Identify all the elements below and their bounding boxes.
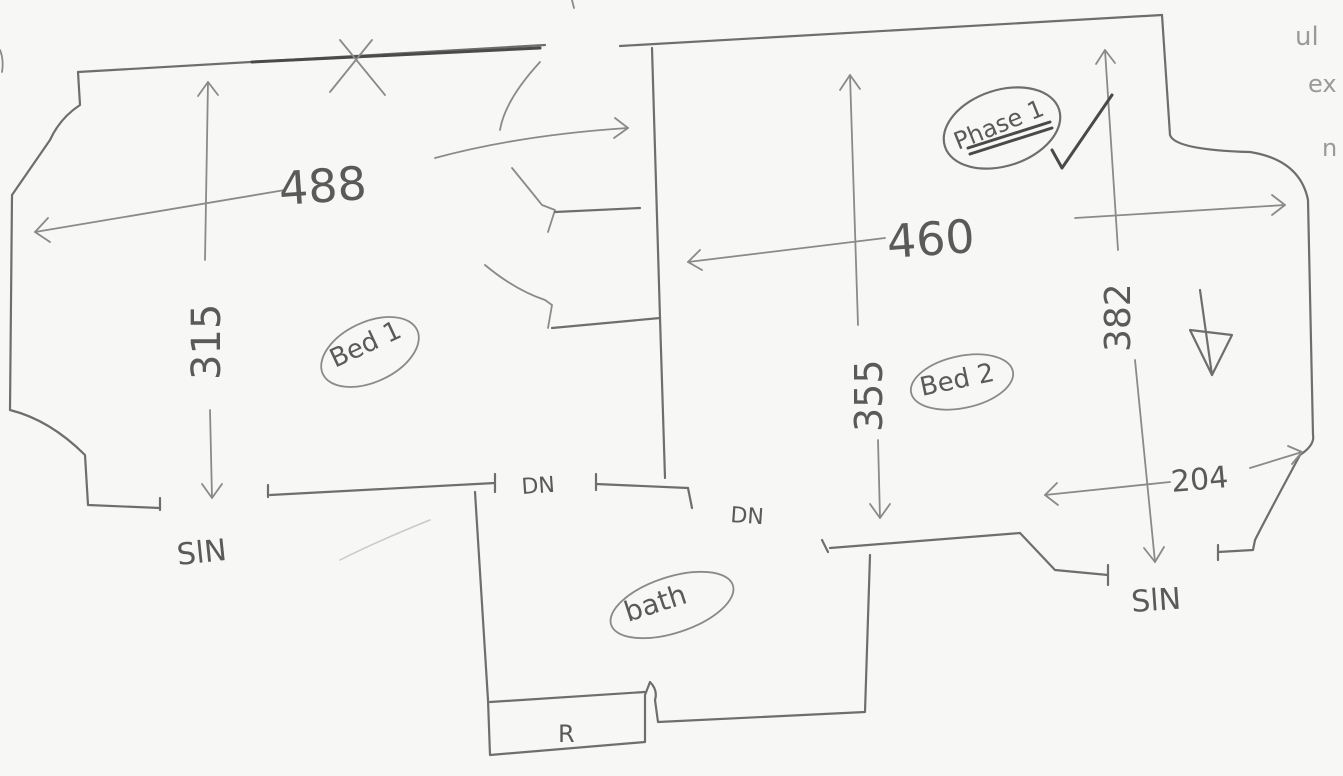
dim-488-left-head: [34, 217, 51, 243]
cross-mark-b: [329, 39, 373, 93]
partitions: [158, 46, 1220, 587]
sln-left-label: SlN: [175, 533, 228, 573]
bath-walls: [473, 490, 872, 757]
down-triangle-stem: [1198, 288, 1214, 377]
wardrobe-1: [511, 167, 556, 233]
dim-382-bottom-head: [1143, 546, 1165, 563]
bed2-label: Bed 2: [917, 358, 997, 403]
room-label-ovals: [320, 86, 1062, 640]
dim-315-top-head: [197, 81, 219, 97]
bed1-label: Bed 1: [325, 315, 406, 374]
handwritten-labels: 488 315 460 355 382 204 Bed 1 Bed 2 bath…: [175, 22, 1337, 748]
down-triangle-icon: [1188, 328, 1234, 377]
top-wall-left-thick: [250, 46, 542, 64]
dim-315-bottom-line: [209, 409, 213, 499]
bed2-bottom-wall: [828, 531, 1110, 577]
outer-walls: [8, 13, 1315, 554]
dim-460-right-head: [1271, 194, 1286, 216]
r-label: R: [558, 720, 575, 748]
top-tick: [571, 0, 575, 9]
misc-marks: [0, 0, 1234, 561]
dn-right-label: DN: [730, 503, 765, 530]
right-wall: [1160, 13, 1315, 554]
bath-label: bath: [620, 578, 691, 629]
dim-382-top-line: [1104, 49, 1119, 251]
wardrobe-shelf-1: [553, 206, 642, 214]
dim-315-top-line: [204, 81, 209, 261]
dim-204-left-head: [1044, 482, 1059, 506]
dn-left-label: DN: [521, 473, 556, 500]
dim-315-label: 315: [184, 304, 230, 380]
dim-488-right-head: [613, 117, 629, 139]
bed1-oval: [320, 316, 420, 388]
wardrobe-2: [484, 264, 553, 329]
dim-355-top-line: [849, 74, 859, 326]
dim-204-label: 204: [1170, 460, 1230, 500]
top-wall-right: [618, 13, 1164, 48]
sln-right-label: SlN: [1130, 582, 1182, 620]
dim-488-right-line: [434, 127, 629, 159]
cross-mark-a: [339, 39, 386, 96]
dim-382-top-head: [1095, 49, 1116, 65]
dim-488-label: 488: [277, 156, 368, 216]
margin-note-3: n: [1322, 134, 1337, 162]
dim-382-label: 382: [1098, 283, 1139, 352]
phase-oval: [942, 86, 1062, 170]
door-swing-1: [499, 61, 541, 131]
dim-315-bottom-head: [201, 483, 223, 499]
dim-355-bottom-line: [877, 439, 881, 519]
bath-wall-tick: [820, 538, 830, 554]
dimension-arrows: [34, 49, 1303, 563]
margin-note-1: ul: [1295, 22, 1319, 52]
erased-mark: [339, 519, 431, 561]
bed2-oval: [909, 353, 1015, 411]
hall-jamb-b: [686, 486, 694, 510]
dim-204-right-head: [1287, 445, 1303, 465]
dim-488-left-line: [34, 189, 286, 233]
dim-355-bottom-head: [869, 503, 891, 519]
dim-204-left-line: [1044, 481, 1171, 496]
dim-355-label: 355: [847, 359, 891, 432]
wardrobe-shelf-2: [550, 316, 662, 330]
bath-oval: [609, 570, 735, 640]
phase-underline: [966, 120, 1054, 156]
central-wall: [650, 46, 667, 480]
hall-wall: [594, 482, 690, 490]
bath-fixture-top: [488, 690, 647, 704]
dim-460-label: 460: [885, 209, 976, 269]
dim-355-top-head: [839, 74, 861, 91]
bath-room: [473, 490, 872, 757]
dim-382-bottom-line: [1134, 359, 1156, 563]
check-icon: [1050, 93, 1114, 170]
dim-460-left-line: [687, 237, 886, 263]
margin-note-2: ex: [1308, 70, 1337, 98]
left-wall: [8, 70, 162, 510]
dim-204-right-line: [1249, 451, 1303, 469]
left-edge-mark: [0, 49, 4, 73]
dim-460-left-head: [687, 249, 703, 271]
bed1-bottom-wall: [268, 481, 497, 497]
dim-460-right-line: [1074, 204, 1286, 219]
